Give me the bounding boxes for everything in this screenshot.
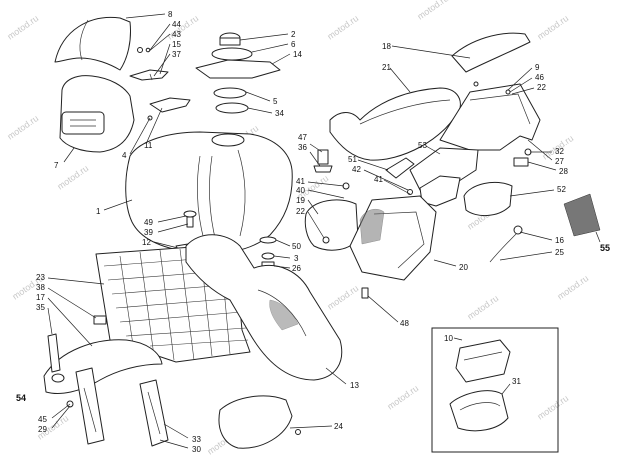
callout-43: 43	[172, 30, 181, 39]
callout-41-left: 41	[296, 177, 305, 186]
seat-part	[329, 87, 461, 161]
windscreen-part	[54, 16, 131, 71]
callout-53: 53	[418, 141, 427, 150]
toolkit-inset	[431, 327, 559, 453]
bracket-51-part	[385, 157, 415, 179]
callout-5: 5	[273, 97, 278, 106]
callout-13: 13	[350, 381, 359, 390]
callout-22: 22	[537, 83, 546, 92]
watermark: motod.ru	[465, 293, 500, 322]
tail-frame-part	[439, 81, 541, 167]
fuel-cap-assembly-part	[195, 32, 281, 114]
cable-tie-part	[489, 225, 523, 263]
callout-18: 18	[382, 42, 391, 51]
callout-6: 6	[291, 40, 296, 49]
callout-51: 51	[348, 155, 357, 164]
watermark: motod.ru	[5, 13, 40, 42]
watermark: motod.ru	[385, 383, 420, 412]
callout-47: 47	[298, 133, 307, 142]
callout-15: 15	[172, 40, 181, 49]
callout-34: 34	[275, 109, 284, 118]
watermark: motod.ru	[325, 283, 360, 312]
side-panel-left-part	[304, 199, 359, 251]
callout-22-lower: 22	[296, 207, 305, 216]
callout-36: 36	[298, 143, 307, 152]
watermark: motod.ru	[535, 393, 570, 422]
callout-23: 23	[36, 273, 45, 282]
callout-10: 10	[444, 334, 453, 343]
callout-32: 32	[555, 147, 564, 156]
watermark: motod.ru	[555, 273, 590, 302]
callout-25: 25	[555, 248, 564, 257]
callout-46: 46	[535, 73, 544, 82]
callout-3: 3	[294, 254, 299, 263]
tank-mount-part	[183, 210, 197, 228]
reflector-part	[563, 193, 601, 237]
watermark: motod.ru	[415, 0, 450, 22]
watermark: motod.ru	[325, 13, 360, 42]
watermark: motod.ru	[535, 13, 570, 42]
callout-11: 11	[144, 141, 153, 150]
callout-30: 30	[192, 445, 201, 454]
bracket-11-part	[147, 97, 191, 121]
callout-42: 42	[352, 165, 361, 174]
callout-24: 24	[334, 422, 343, 431]
tail-light-part	[463, 181, 513, 216]
callout-21: 21	[382, 63, 391, 72]
callout-4: 4	[122, 151, 127, 160]
fork-guard-part	[75, 367, 169, 447]
callout-40: 40	[296, 186, 305, 195]
callout-12: 12	[142, 238, 151, 247]
callout-19: 19	[296, 196, 305, 205]
watermark: motod.ru	[5, 113, 40, 142]
bracket-15-part	[129, 69, 169, 81]
callout-28: 28	[559, 167, 568, 176]
callout-54: 54	[16, 393, 26, 403]
callout-37: 37	[172, 50, 181, 59]
callout-17: 17	[36, 293, 45, 302]
callout-44: 44	[172, 20, 181, 29]
screw-48-part	[361, 287, 369, 299]
callout-27: 27	[555, 157, 564, 166]
callout-16: 16	[555, 236, 564, 245]
callout-35: 35	[36, 303, 45, 312]
callout-29: 29	[38, 425, 47, 434]
leader-lines	[47, 13, 601, 449]
clip-38-part	[93, 315, 107, 325]
callout-31: 31	[512, 377, 521, 386]
front-fender-part	[43, 339, 163, 394]
callout-20: 20	[459, 263, 468, 272]
callout-48: 48	[400, 319, 409, 328]
callout-38: 38	[36, 283, 45, 292]
callout-layer: 8 44 43 15 37 11 4 7 1 2 6 14 5 34 18 9 …	[16, 10, 610, 454]
callout-52: 52	[557, 185, 566, 194]
callout-9: 9	[535, 63, 540, 72]
callout-1: 1	[96, 207, 101, 216]
callout-33: 33	[192, 435, 201, 444]
callout-41-right: 41	[374, 175, 383, 184]
belly-pan-part	[218, 395, 301, 449]
fuel-tank-part	[125, 131, 293, 254]
callout-55: 55	[600, 243, 610, 253]
callout-7: 7	[54, 161, 59, 170]
radiator-shroud-part	[185, 234, 343, 381]
callout-2: 2	[291, 30, 296, 39]
side-panel-right-part	[349, 195, 437, 281]
callout-45: 45	[38, 415, 47, 424]
bracket-35-part	[47, 333, 61, 373]
fastener-47-part	[313, 149, 333, 173]
headlight-fairing-part	[59, 75, 135, 153]
callout-26: 26	[292, 264, 301, 273]
watermark: motod.ru	[55, 163, 90, 192]
callout-14: 14	[293, 50, 302, 59]
callout-50: 50	[292, 242, 301, 251]
callout-8: 8	[168, 10, 173, 19]
callout-49: 49	[144, 218, 153, 227]
rear-fender-part	[451, 32, 531, 73]
callout-39: 39	[144, 228, 153, 237]
